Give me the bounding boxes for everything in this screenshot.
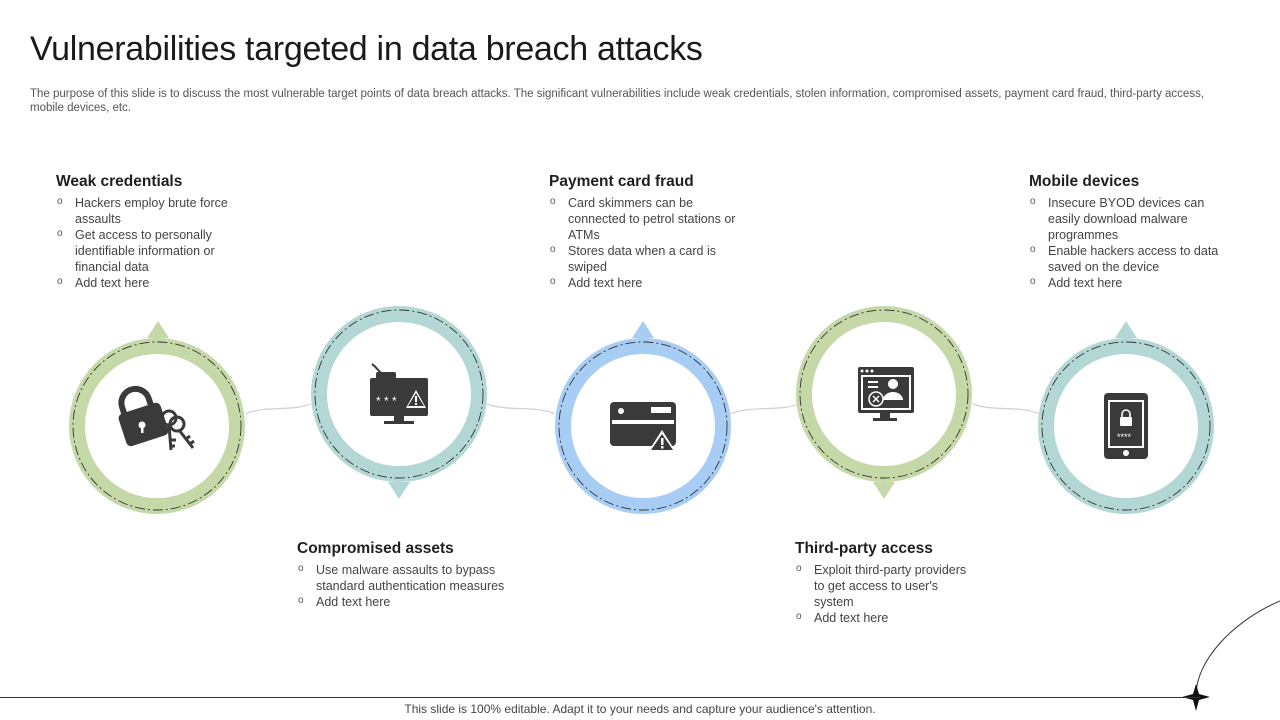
- bullet-item: Enable hackers access to data saved on t…: [1029, 242, 1224, 275]
- hacked-monitor-icon: * * *: [370, 363, 428, 424]
- bullet-item: Exploit third-party providers to get acc…: [795, 561, 975, 610]
- ring-weak-credentials: [69, 321, 245, 514]
- item-block-payment-card-fraud: Payment card fraud Card skimmers can be …: [549, 173, 739, 291]
- ring-payment-card-fraud: [555, 321, 731, 514]
- bullet-list: Exploit third-party providers to get acc…: [795, 561, 975, 626]
- item-heading: Weak credentials: [56, 173, 183, 190]
- footer-note: This slide is 100% editable. Adapt it to…: [404, 702, 876, 716]
- bullet-list: Use malware assaults to bypass standard …: [297, 561, 507, 610]
- footer-divider: [0, 697, 1200, 698]
- lock-keys-icon: [118, 385, 195, 451]
- ring-pointer: [873, 482, 895, 499]
- bullet-item: Hackers employ brute force assaults: [56, 194, 246, 227]
- slide-description: The purpose of this slide is to discuss …: [30, 88, 1205, 114]
- bullet-item: Stores data when a card is swiped: [549, 242, 739, 275]
- bullet-item: Card skimmers can be connected to petrol…: [549, 194, 739, 243]
- item-block-mobile-devices: Mobile devices Insecure BYOD devices can…: [1029, 173, 1224, 291]
- connector-lines: [244, 403, 1041, 415]
- item-heading: Mobile devices: [1029, 173, 1140, 190]
- ring-pointer: [632, 321, 654, 338]
- bullet-item: Add text here: [56, 274, 246, 291]
- locked-phone-icon: ****: [1104, 393, 1148, 459]
- warning-card-icon: [610, 402, 676, 452]
- slide-title: Vulnerabilities targeted in data breach …: [30, 30, 703, 68]
- bullet-item: Add text here: [297, 593, 507, 610]
- bullet-list: Insecure BYOD devices can easily downloa…: [1029, 194, 1224, 291]
- ring-pointer: [147, 321, 169, 338]
- bullet-list: Hackers employ brute force assaults Get …: [56, 194, 246, 291]
- item-block-compromised-assets: Compromised assets Use malware assaults …: [297, 540, 507, 610]
- svg-text:****: ****: [1117, 432, 1132, 442]
- bullet-item: Use malware assaults to bypass standard …: [297, 561, 507, 594]
- bullet-item: Add text here: [1029, 274, 1224, 291]
- bullet-item: Add text here: [795, 609, 975, 626]
- ring-mobile-devices: ****: [1038, 321, 1214, 514]
- bullet-list: Card skimmers can be connected to petrol…: [549, 194, 739, 291]
- item-heading: Compromised assets: [297, 540, 454, 557]
- decorative-corner: [1182, 600, 1280, 711]
- user-monitor-icon: [858, 367, 914, 421]
- ring-pointer: [388, 482, 410, 499]
- bullet-item: Insecure BYOD devices can easily downloa…: [1029, 194, 1224, 243]
- item-block-weak-credentials: Weak credentials Hackers employ brute fo…: [56, 173, 246, 291]
- item-heading: Payment card fraud: [549, 173, 694, 190]
- item-heading: Third-party access: [795, 540, 933, 557]
- bullet-item: Add text here: [549, 274, 739, 291]
- bullet-item: Get access to personally identifiable in…: [56, 226, 246, 275]
- svg-text:* * *: * * *: [376, 394, 397, 408]
- ring-third-party-access: [796, 306, 972, 499]
- ring-compromised-assets: * * *: [311, 306, 487, 499]
- item-block-third-party-access: Third-party access Exploit third-party p…: [795, 540, 975, 626]
- ring-pointer: [1115, 321, 1137, 338]
